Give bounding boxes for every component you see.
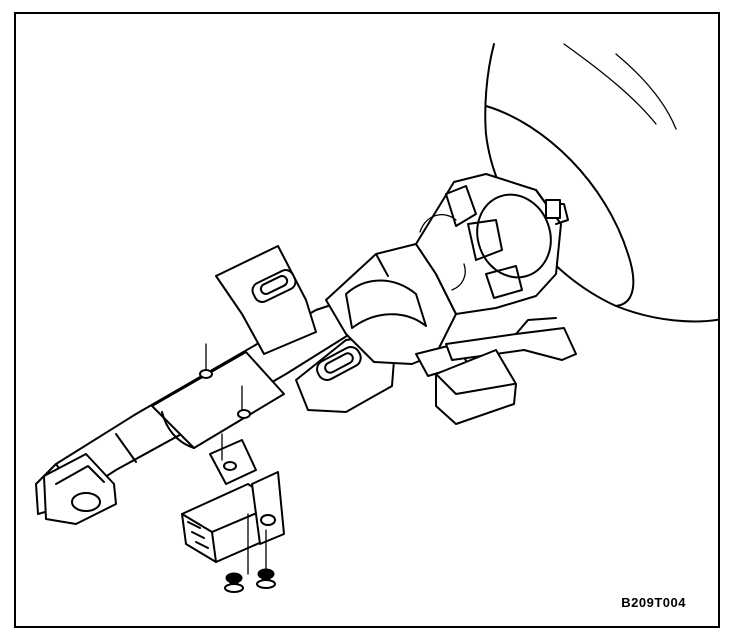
figure-code-label: B209T004	[621, 595, 686, 610]
column-connector	[435, 349, 517, 425]
column-jacket	[151, 351, 285, 449]
switch-lever	[445, 317, 577, 361]
lock-housing	[325, 243, 469, 377]
screws	[224, 568, 276, 593]
figure-frame: B209T004	[14, 12, 720, 628]
lower-yoke	[43, 453, 117, 525]
fastener-leaders	[199, 343, 267, 575]
screw-left	[224, 572, 244, 593]
upper-switch-assembly	[415, 173, 569, 315]
steering-column-illustration	[35, 43, 718, 593]
upper-mounting-bracket	[215, 245, 317, 355]
screw-right	[256, 568, 276, 589]
